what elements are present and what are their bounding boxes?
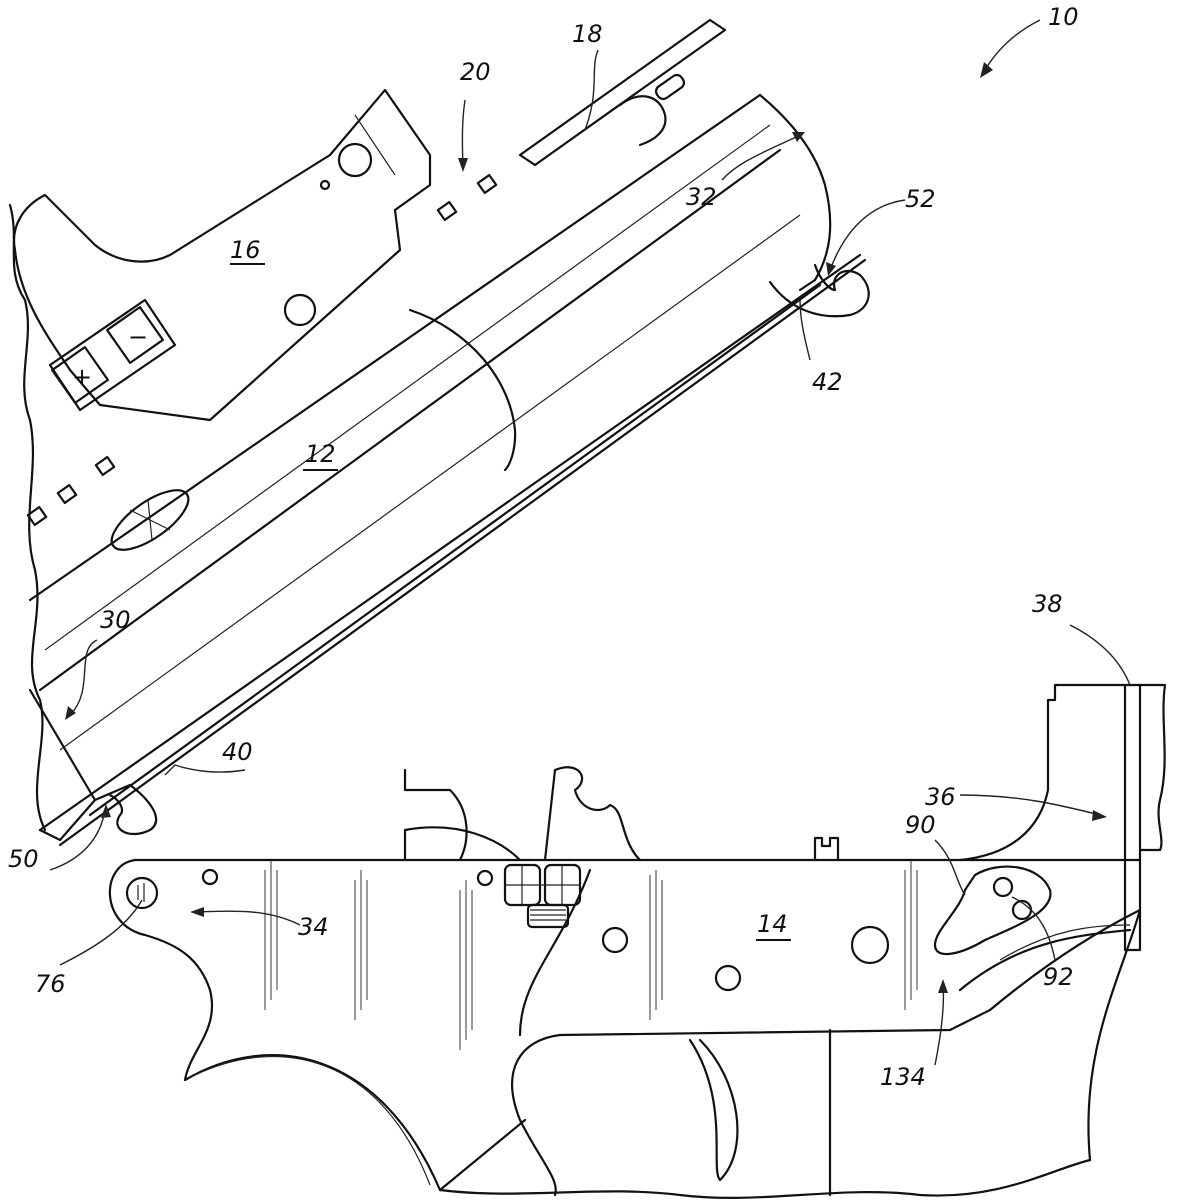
leader-18 — [584, 49, 599, 131]
label-36: 36 — [925, 783, 956, 811]
leader-40 — [164, 764, 246, 776]
label-30: 30 — [100, 606, 131, 634]
plus-button: + — [51, 346, 109, 404]
label-90: 90 — [905, 811, 936, 839]
label-42: 42 — [812, 368, 843, 396]
label-52: 52 — [905, 185, 936, 213]
label-32: 32 — [686, 183, 717, 211]
label-34: 34 — [298, 913, 329, 941]
label-76: 76 — [35, 970, 66, 998]
upper-receiver — [8, 18, 870, 847]
label-18: 18 — [572, 20, 603, 48]
label-10: 10 — [1048, 3, 1079, 31]
optic: + − — [12, 88, 432, 422]
leader-42 — [799, 299, 811, 361]
leader-52 — [829, 199, 906, 271]
label-40: 40 — [222, 738, 253, 766]
label-50: 50 — [8, 845, 39, 873]
reference-labels: 10 18 20 32 52 16 42 12 30 38 40 36 90 5… — [8, 3, 1079, 1091]
leader-30 — [69, 639, 98, 716]
label-16: 16 — [230, 236, 261, 264]
leader-50 — [49, 809, 106, 871]
label-134: 134 — [880, 1063, 926, 1091]
lower-receiver — [108, 683, 1167, 1199]
label-14: 14 — [757, 910, 788, 938]
leader-90 — [934, 839, 966, 896]
leader-36 — [959, 794, 1101, 816]
label-12: 12 — [305, 440, 336, 468]
leader-92 — [1011, 896, 1056, 961]
minus-glyph: − — [128, 323, 148, 351]
leader-38 — [1069, 624, 1131, 686]
label-20: 20 — [460, 58, 491, 86]
leader-10 — [984, 19, 1041, 71]
leader-34 — [194, 910, 301, 926]
label-92: 92 — [1043, 963, 1074, 991]
leader-20 — [461, 99, 466, 169]
leader-32 — [721, 134, 801, 181]
leader-134 — [934, 984, 945, 1066]
label-38: 38 — [1032, 590, 1063, 618]
leader-lines — [49, 19, 1131, 1066]
minus-button: − — [106, 306, 164, 364]
leader-76 — [59, 899, 143, 966]
plus-glyph: + — [72, 363, 92, 391]
